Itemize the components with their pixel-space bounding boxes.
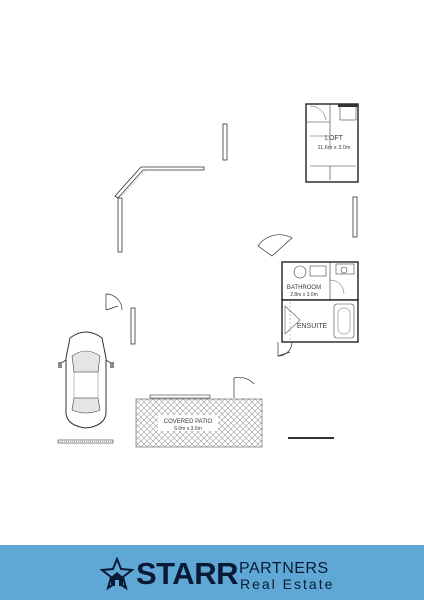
brand-name: STARR — [136, 556, 238, 591]
brand-partners: PARTNERS — [239, 560, 329, 577]
covered-patio: COVERED PATIO 6.0m x 3.0m — [135, 377, 263, 448]
loft-label: LOFT — [325, 135, 344, 142]
car-icon — [58, 331, 114, 429]
star-house-icon — [100, 557, 134, 591]
door-swing-ensuite — [277, 341, 293, 357]
patio-size: 6.0m x 3.0m — [174, 426, 202, 432]
loft-room: LOFT 11.6m x 3.0m — [305, 103, 359, 183]
ensuite-label: ENSUITE — [297, 323, 328, 330]
bathroom-label: BATHROOM — [287, 285, 321, 291]
loft-size: 11.6m x 3.0m — [318, 145, 351, 151]
door-swing-centre — [257, 234, 293, 257]
driveway-strip — [57, 439, 114, 444]
wall-loft-upper — [222, 123, 228, 161]
ensuite-block: ENSUITE — [281, 299, 359, 343]
wall-angled — [114, 166, 205, 253]
wall-right — [352, 196, 358, 238]
bathroom-size: 2.8m x 3.0m — [290, 292, 318, 298]
floor-plan: LOFT 11.6m x 3.0m BATHROOM 2.8m x 3.0m E… — [57, 103, 359, 448]
brand-footer — [0, 545, 424, 600]
door-swing-left — [105, 293, 136, 345]
patio-label: COVERED PATIO — [164, 419, 213, 425]
bathroom-block: BATHROOM 2.8m x 3.0m — [281, 261, 359, 301]
brand-real-estate: Real Estate — [240, 576, 335, 592]
boundary-line-right — [288, 437, 334, 439]
